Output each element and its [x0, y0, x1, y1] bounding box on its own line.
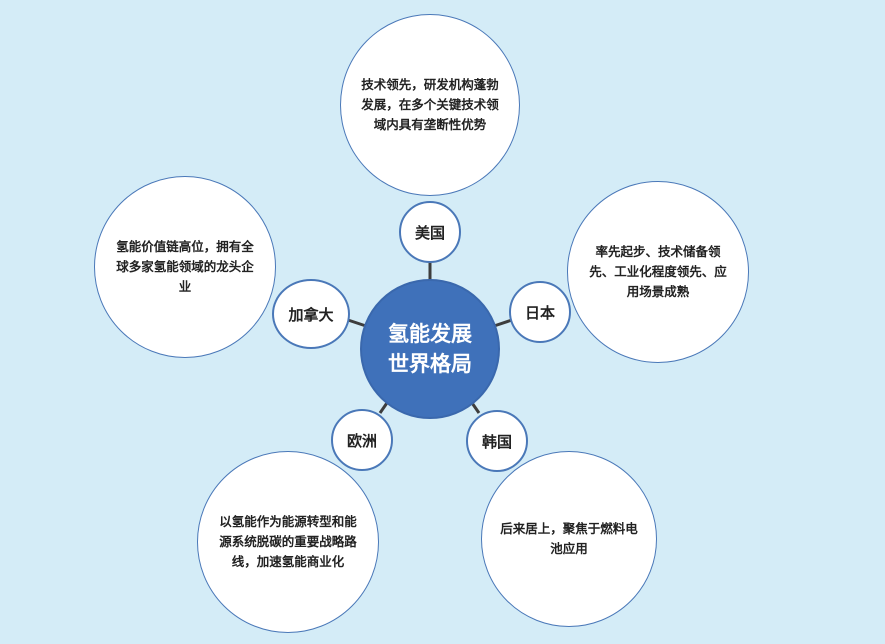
japan-description-text: 率先起步、技术储备领先、工业化程度领先、应用场景成熟 [589, 244, 727, 299]
center-node: 氢能发展 世界格局 [360, 279, 500, 419]
canada-description-bubble: 氢能价值链高位，拥有全球多家氢能领域的龙头企业 [94, 176, 276, 358]
korea-description-bubble: 后来居上，聚焦于燃料电池应用 [481, 451, 657, 627]
country-label-usa: 美国 [414, 223, 445, 242]
center-title-line-1: 氢能发展 [388, 322, 472, 346]
country-label-japan: 日本 [524, 303, 555, 322]
country-label-europe: 欧洲 [346, 431, 377, 450]
europe-description-bubble: 以氢能作为能源转型和能源系统脱碳的重要战略路线，加速氢能商业化 [197, 451, 379, 633]
country-node-europe: 欧洲 [331, 409, 393, 471]
center-title-line-2: 世界格局 [388, 352, 472, 376]
canada-description-text: 氢能价值链高位，拥有全球多家氢能领域的龙头企业 [116, 239, 254, 294]
korea-description-text: 后来居上，聚焦于燃料电池应用 [500, 521, 638, 556]
country-node-canada: 加拿大 [272, 279, 350, 349]
europe-description-text: 以氢能作为能源转型和能源系统脱碳的重要战略路线，加速氢能商业化 [219, 514, 357, 569]
country-label-canada: 加拿大 [288, 305, 334, 324]
usa-description-bubble: 技术领先，研发机构蓬勃发展，在多个关键技术领域内具有垄断性优势 [340, 14, 520, 196]
country-node-japan: 日本 [509, 281, 571, 343]
country-node-korea: 韩国 [466, 410, 528, 472]
country-node-usa: 美国 [399, 201, 461, 263]
usa-description-text: 技术领先，研发机构蓬勃发展，在多个关键技术领域内具有垄断性优势 [361, 77, 499, 132]
japan-description-bubble: 率先起步、技术储备领先、工业化程度领先、应用场景成熟 [567, 181, 749, 363]
country-label-korea: 韩国 [481, 432, 512, 451]
connector-japan [493, 318, 513, 328]
